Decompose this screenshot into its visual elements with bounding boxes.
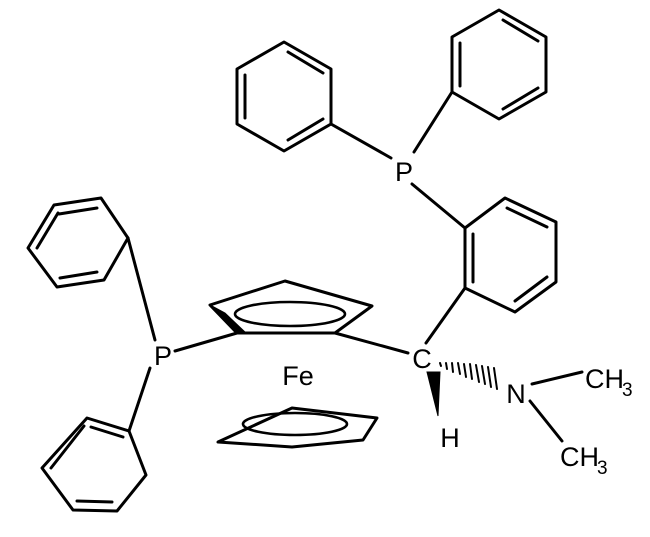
methyl-bottom-subscript: 3	[597, 458, 608, 479]
stereo-carbon-atom: C	[412, 344, 432, 374]
cyclopentadienyl-ring-lower	[216, 406, 379, 449]
single-bonds	[126, 90, 584, 443]
methyl-top-label: CH	[585, 364, 624, 394]
hashed-bond-c-n	[439, 362, 498, 390]
methyl-group-bottom: CH 3	[560, 442, 608, 479]
phenyl-ring-left-upper	[26, 196, 130, 289]
hydrogen-atom: H	[440, 423, 460, 453]
phenyl-ring-top-right	[450, 8, 548, 121]
methyl-top-subscript: 3	[622, 380, 633, 401]
methyl-bottom-label: CH	[560, 442, 599, 472]
phosphorus-atom-left: P	[154, 341, 172, 371]
aryl-ring-right	[463, 196, 558, 314]
nitrogen-atom: N	[506, 379, 526, 409]
phenyl-ring-left-lower	[40, 416, 148, 513]
methyl-group-top: CH 3	[585, 364, 633, 401]
cyclopentadienyl-ring-upper	[208, 279, 374, 335]
iron-atom: Fe	[282, 361, 314, 391]
wedge-bond-c-h	[426, 371, 441, 417]
phenyl-ring-top-left	[235, 40, 333, 153]
phosphorus-atom-top: P	[395, 157, 413, 187]
